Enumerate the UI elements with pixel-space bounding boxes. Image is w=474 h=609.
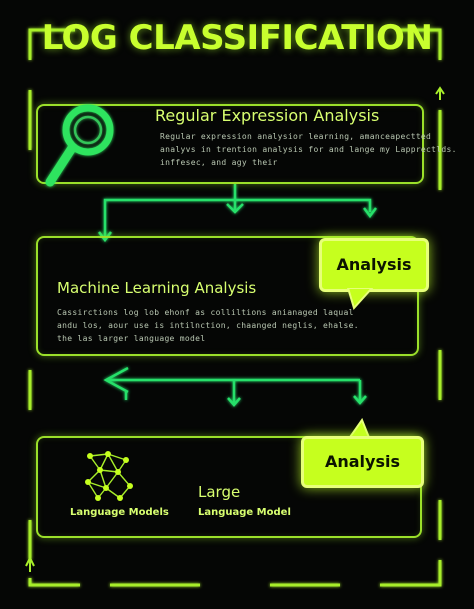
regex-body-line: analyvs in trention analysis for and lan…	[160, 145, 457, 154]
ml-body-line: andu los, aour use is intilnction, chaan…	[57, 321, 359, 330]
ml-analysis-bubble: Analysis	[319, 238, 429, 292]
magnifier-icon	[45, 104, 114, 187]
ml-bubble-tail	[346, 288, 374, 310]
regex-body: Regular expression analysior learning, a…	[160, 130, 457, 169]
connector-ml-to-llm	[103, 366, 367, 407]
regex-heading: Regular Expression Analysis	[155, 106, 380, 125]
llm-heading: Large	[198, 483, 241, 501]
ml-body: Cassirctions log lob ehonf as colliltion…	[57, 306, 359, 345]
connector-regex-to-ml	[98, 184, 377, 243]
diagram-title: LOG CLASSIFICATION	[41, 18, 433, 58]
ml-heading: Machine Learning Analysis	[57, 279, 257, 297]
ml-analysis-panel	[36, 236, 419, 356]
outer-frame	[28, 28, 442, 587]
ml-body-line: the las larger language model	[57, 334, 206, 343]
ml-body-line: Cassirctions log lob ehonf as colliltion…	[57, 308, 354, 317]
llm-bubble-label: Analysis	[324, 452, 400, 471]
regex-body-line: Regular expression analysior learning, a…	[160, 132, 432, 141]
ml-bubble-label: Analysis	[336, 255, 412, 274]
regex-body-line: inffesec, and agy their	[160, 158, 278, 167]
regex-analysis-panel	[36, 104, 424, 184]
neural-network-icon	[85, 451, 133, 501]
language-models-label: Language Models	[70, 507, 169, 518]
llm-analysis-bubble: Analysis	[301, 436, 424, 488]
frame-arrows	[25, 86, 445, 572]
llm-bubble-tail	[346, 418, 372, 440]
llm-subheading: Language Model	[198, 507, 291, 518]
